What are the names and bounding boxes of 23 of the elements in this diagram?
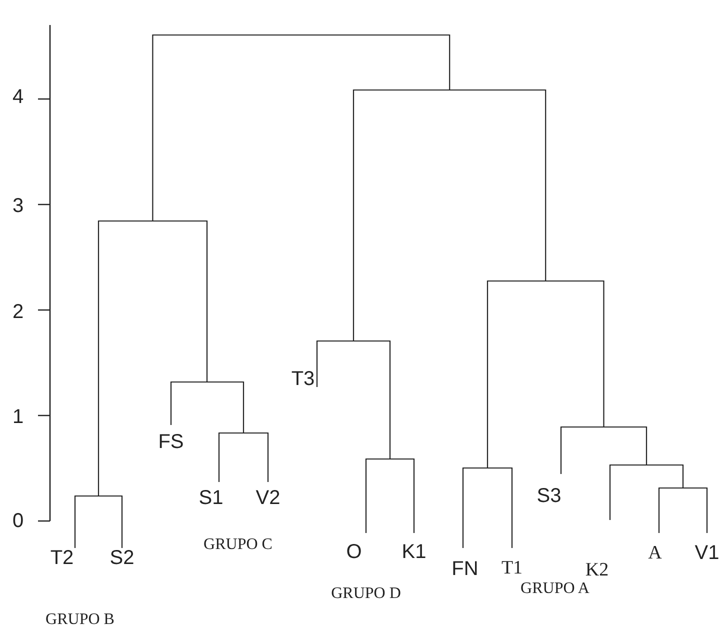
leaf-label: T1 [501,558,523,578]
leaf-label: K2 [585,560,609,580]
leaf-label: S3 [536,486,562,506]
leaf-label: V2 [256,488,280,508]
leaf-label: FS [158,432,184,452]
leaf-label: S1 [198,488,224,508]
leaf-label: S2 [110,548,134,568]
leaf-label: A [648,544,662,562]
group-label: GRUPO B [46,612,114,626]
leaf-label: FN [452,559,478,579]
group-label: GRUPO A [520,581,590,597]
leaf-label: O [346,542,362,562]
axis-tick-label: 0 [12,511,24,531]
group-label: GRUPO C [204,537,272,553]
axis-tick-label: 1 [12,407,24,427]
leaf-label: T2 [50,548,74,568]
axis-tick-label: 3 [12,196,24,216]
axis-tick-label: 4 [12,87,24,107]
axis-tick-label: 2 [12,302,24,322]
leaf-label: K1 [402,542,426,562]
group-label: GRUPO D [331,586,401,602]
leaf-label: T3 [291,369,315,389]
leaf-label: V1 [694,543,720,563]
